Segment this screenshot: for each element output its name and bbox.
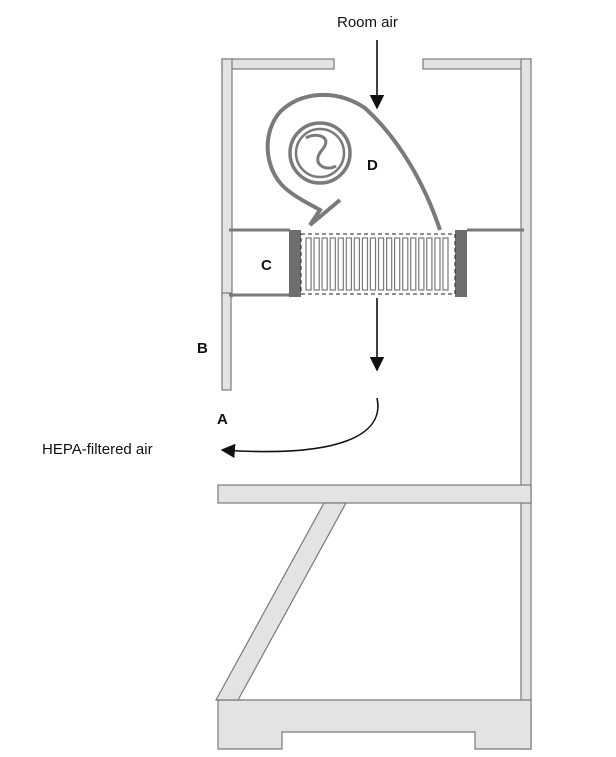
hepa-slat [353, 237, 360, 291]
hepa-slat [434, 237, 441, 291]
hepa-slat [386, 237, 393, 291]
hepa-slat [361, 237, 369, 291]
hepa-slat [410, 237, 417, 291]
front-sash-b [221, 292, 232, 391]
hepa-slat [321, 237, 328, 291]
work-surface [217, 484, 532, 504]
left-upper-wall [221, 58, 233, 298]
hepa-filter [289, 230, 467, 297]
hepa-slat [369, 237, 377, 291]
blower-housing-d [265, 93, 442, 231]
label-c: C [261, 257, 272, 274]
top-right-wall [422, 58, 531, 70]
hepa-slat [313, 237, 320, 291]
blower-fan-icon [288, 121, 352, 185]
room-air-label: Room air [337, 14, 398, 31]
hepa-slat [377, 237, 385, 291]
right-wall [520, 58, 532, 750]
diagonal-leg [214, 502, 348, 701]
hepa-slat [394, 237, 401, 291]
hepa-filter-left-frame [289, 230, 301, 297]
exit-air-arrow [220, 397, 379, 459]
hepa-slat [442, 237, 449, 291]
base-floor [217, 699, 532, 750]
hepa-slat [418, 237, 425, 291]
top-left-wall [221, 58, 335, 70]
airflow-arrows [220, 40, 385, 459]
hepa-filtered-air-label: HEPA-filtered air [42, 441, 153, 458]
hepa-filter-slats [305, 237, 449, 291]
label-b: B [197, 340, 208, 357]
hepa-slat [402, 237, 409, 291]
hepa-slat [305, 237, 312, 291]
label-a: A [217, 411, 228, 428]
hepa-filter-right-frame [455, 230, 467, 297]
hepa-slat [329, 237, 336, 291]
cabinet-walls [214, 58, 532, 750]
hepa-slat [426, 237, 433, 291]
label-d: D [367, 157, 378, 174]
hepa-slat [337, 237, 344, 291]
plenum-floor [229, 228, 524, 297]
hepa-slat [345, 237, 352, 291]
